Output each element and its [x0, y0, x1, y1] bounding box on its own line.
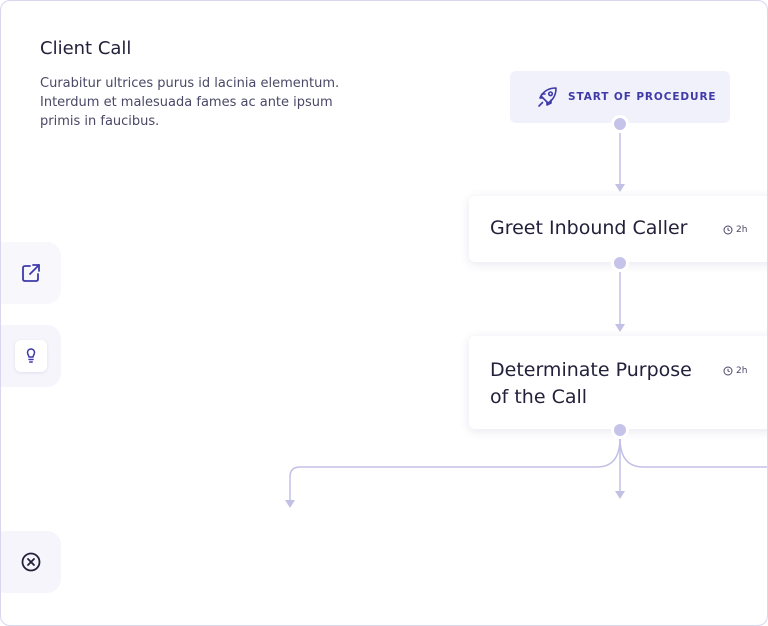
page-description: Curabitur ultrices purus id lacinia elem… [40, 76, 340, 129]
external-link-icon [22, 264, 40, 282]
rocket-icon [538, 87, 557, 107]
connector-step2-right-branch [619, 437, 767, 468]
step-card-greet-inbound-caller[interactable]: Greet Inbound Caller 2h [469, 196, 767, 262]
connector-step2-left-branch [289, 437, 621, 503]
start-label: START OF PROCEDURE [568, 91, 717, 103]
close-button[interactable] [1, 531, 61, 593]
step-duration-value: 2h [736, 225, 748, 235]
step-title: Greet Inbound Caller [490, 217, 688, 239]
start-of-procedure-node[interactable]: START OF PROCEDURE [510, 71, 730, 123]
step2-node-handle[interactable] [611, 421, 629, 439]
open-external-button[interactable] [1, 242, 61, 304]
clock-icon [723, 225, 733, 235]
page-title: Client Call [40, 38, 132, 59]
arrowhead-step1 [615, 184, 625, 192]
arrowhead-left-branch [285, 500, 295, 508]
hint-button[interactable] [1, 325, 61, 387]
arrowhead-center-branch [615, 491, 625, 499]
arrowhead-step2 [615, 324, 625, 332]
step1-node-handle[interactable] [611, 254, 629, 272]
step-title: Determinate Purpose of the Call [490, 359, 692, 408]
step-duration-value: 2h [736, 366, 748, 376]
clock-icon [723, 366, 733, 376]
close-circle-icon [21, 552, 41, 572]
step-duration: 2h [723, 366, 747, 376]
start-node-handle[interactable] [611, 115, 629, 133]
step-card-determinate-purpose[interactable]: Determinate Purpose of the Call 2h [469, 336, 767, 429]
lightbulb-icon [26, 348, 36, 363]
step-duration: 2h [723, 225, 747, 235]
